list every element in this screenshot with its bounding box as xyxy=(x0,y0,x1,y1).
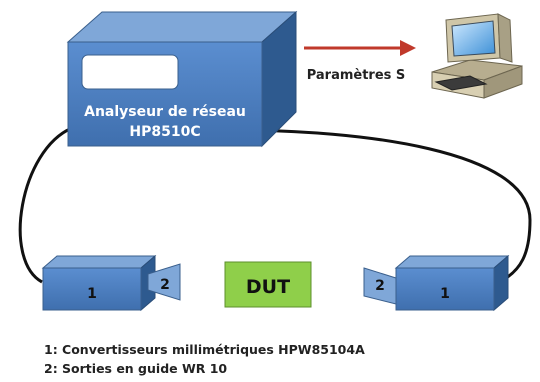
right-waveguide-number: 2 xyxy=(375,278,385,294)
s-parameters-label: Paramètres S xyxy=(307,68,406,83)
cable-right xyxy=(231,128,532,282)
network-analyzer-box: Analyseur de réseau HP8510C xyxy=(66,10,298,148)
left-converter-module: 1 xyxy=(41,254,157,312)
s-parameters-arrow xyxy=(304,40,416,56)
left-waveguide-output: 2 xyxy=(147,263,181,301)
analyzer-label-line2: HP8510C xyxy=(129,124,200,140)
left-converter-number: 1 xyxy=(87,286,97,302)
dut-label: DUT xyxy=(246,276,290,298)
dut-box: DUT xyxy=(224,261,312,308)
right-converter-number: 1 xyxy=(440,286,450,302)
legend-line-2: 2: Sorties en guide WR 10 xyxy=(44,361,228,376)
computer-icon xyxy=(431,13,523,99)
analyzer-screen xyxy=(81,54,179,90)
legend-line-1: 1: Convertisseurs millimétriques HPW8510… xyxy=(44,342,365,357)
right-waveguide-output: 2 xyxy=(363,267,397,305)
right-converter-module: 1 xyxy=(394,254,510,312)
left-waveguide-number: 2 xyxy=(160,277,170,293)
analyzer-label-line1: Analyseur de réseau xyxy=(84,104,246,120)
cable-left xyxy=(18,126,73,284)
